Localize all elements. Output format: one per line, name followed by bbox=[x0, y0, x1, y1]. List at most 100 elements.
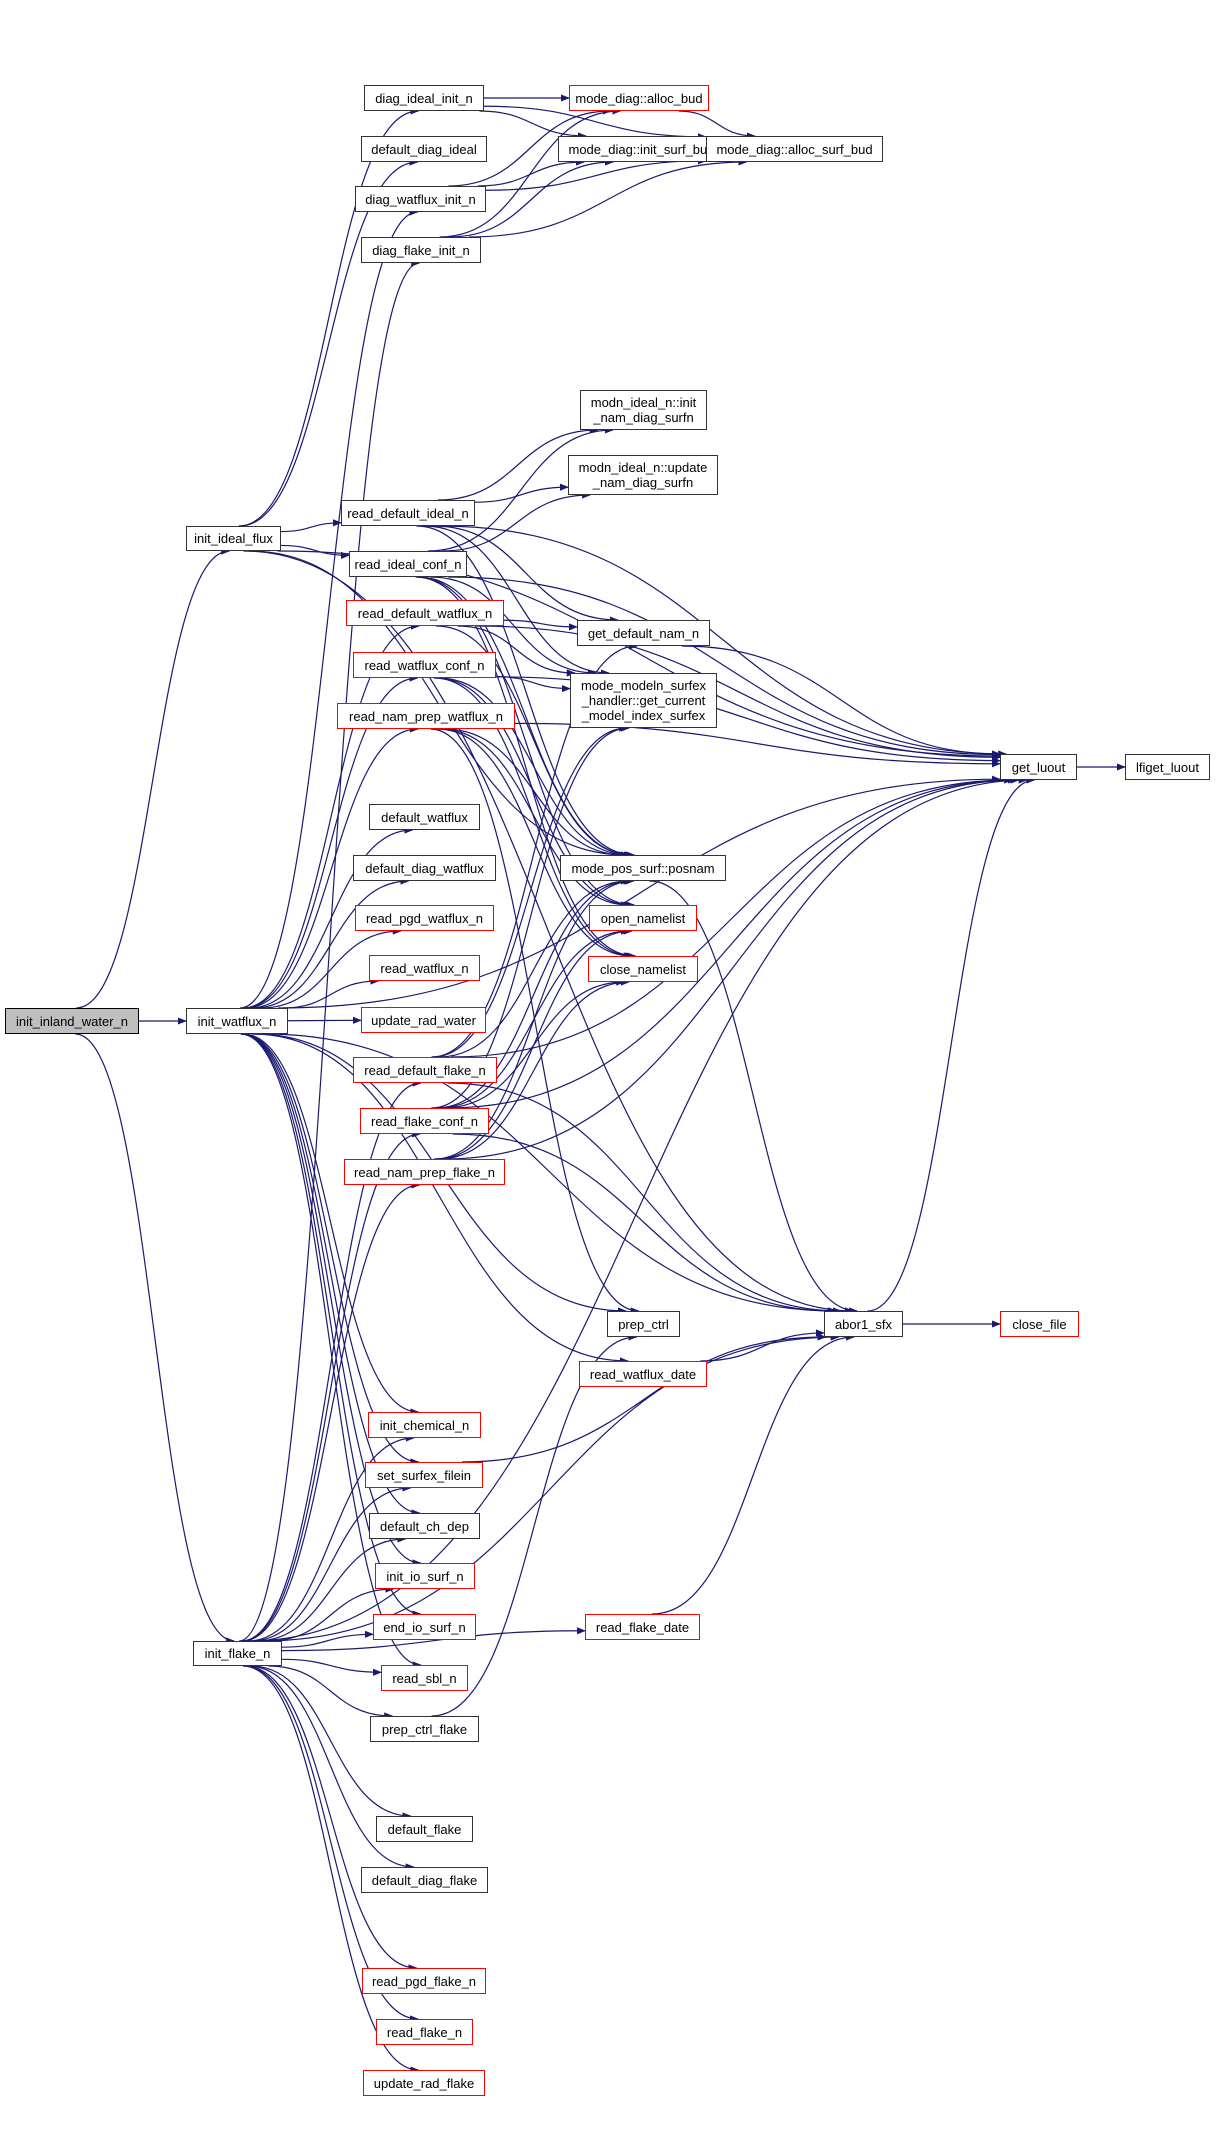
edge-init-watflux-n-to-default-watflux bbox=[248, 826, 414, 1009]
node-set-surfex-filein[interactable]: set_surfex_filein bbox=[365, 1462, 483, 1488]
edge-diag-ideal-init-n-to-mode-diag-init-surf-bud bbox=[479, 110, 587, 140]
edge-mode-pos-surf-posnam-to-abor1-sfx bbox=[649, 880, 859, 1315]
edge-init-flake-n-to-read-nam-prep-flake-n bbox=[242, 1181, 421, 1642]
node-read-flake-n[interactable]: read_flake_n bbox=[376, 2019, 473, 2045]
node-init-flake-n[interactable]: init_flake_n bbox=[193, 1641, 282, 1666]
node-read-pgd-watflux-n[interactable]: read_pgd_watflux_n bbox=[355, 905, 494, 931]
edge-init-watflux-n-to-read-watflux-n bbox=[282, 977, 380, 1009]
edge-read-default-ideal-n-to-get-luout bbox=[440, 525, 1008, 758]
node-read-flake-date[interactable]: read_flake_date bbox=[585, 1614, 700, 1640]
edge-read-watflux-conf-n-to-mode-pos-surf-posnam bbox=[438, 677, 630, 859]
edge-mode-diag-alloc-bud-to-mode-diag-alloc-surf-bud bbox=[678, 110, 756, 140]
node-update-rad-flake[interactable]: update_rad_flake bbox=[363, 2070, 485, 2096]
edge-read-default-flake-n-to-get-luout bbox=[451, 776, 1014, 1058]
edge-read-nam-prep-watflux-n-to-prep-ctrl bbox=[430, 728, 640, 1315]
edge-init-flake-n-to-default-diag-flake bbox=[247, 1665, 415, 1871]
edge-read-default-ideal-n-to-modn-ideal-init bbox=[437, 426, 599, 501]
node-read-ideal-conf-n[interactable]: read_ideal_conf_n bbox=[349, 551, 467, 577]
edge-init-flake-n-to-read-sbl-n bbox=[281, 1658, 382, 1676]
node-lfiget-luout[interactable]: lfiget_luout bbox=[1125, 754, 1210, 780]
node-update-rad-water[interactable]: update_rad_water bbox=[361, 1007, 486, 1033]
edge-init-flake-n-to-read-flake-n bbox=[243, 1665, 419, 2023]
edge-prep-ctrl-flake-to-prep-ctrl bbox=[431, 1333, 638, 1717]
node-init-inland-water-n: init_inland_water_n bbox=[5, 1008, 139, 1034]
node-default-watflux[interactable]: default_watflux bbox=[369, 804, 480, 830]
node-open-namelist[interactable]: open_namelist bbox=[589, 905, 697, 931]
edge-read-watflux-date-to-abor1-sfx bbox=[700, 1329, 825, 1362]
node-default-ch-dep[interactable]: default_ch_dep bbox=[369, 1513, 480, 1539]
node-end-io-surf-n[interactable]: end_io_surf_n bbox=[373, 1614, 476, 1640]
edge-read-default-ideal-n-to-modn-ideal-update bbox=[474, 483, 569, 503]
node-default-diag-ideal[interactable]: default_diag_ideal bbox=[361, 136, 487, 162]
node-read-nam-prep-watflux-n[interactable]: read_nam_prep_watflux_n bbox=[337, 703, 515, 729]
node-default-flake[interactable]: default_flake bbox=[376, 1816, 473, 1842]
edge-diag-flake-init-n-to-mode-diag-alloc-surf-bud bbox=[469, 158, 748, 238]
node-abor1-sfx[interactable]: abor1_sfx bbox=[824, 1311, 903, 1337]
edge-init-ideal-flux-to-diag-ideal-init-n bbox=[238, 107, 420, 527]
node-read-watflux-conf-n[interactable]: read_watflux_conf_n bbox=[353, 652, 496, 678]
edge-init-flake-n-to-default-flake bbox=[250, 1665, 412, 1820]
edge-init-inland-water-n-to-init-flake-n bbox=[75, 1033, 236, 1645]
node-read-default-watflux-n[interactable]: read_default_watflux_n bbox=[346, 600, 504, 626]
node-mode-diag-alloc-surf-bud[interactable]: mode_diag::alloc_surf_bud bbox=[706, 136, 883, 162]
edge-init-flake-n-to-end-io-surf-n bbox=[281, 1630, 374, 1648]
node-init-ideal-flux[interactable]: init_ideal_flux bbox=[186, 526, 281, 551]
node-read-flake-conf-n[interactable]: read_flake_conf_n bbox=[360, 1108, 489, 1134]
edge-read-ideal-conf-n-to-get-luout bbox=[448, 576, 1001, 759]
node-default-diag-watflux[interactable]: default_diag_watflux bbox=[353, 855, 496, 881]
edge-init-watflux-n-to-read-nam-prep-watflux-n bbox=[245, 725, 419, 1009]
edge-read-ideal-conf-n-to-open-namelist bbox=[416, 576, 636, 909]
node-read-watflux-date[interactable]: read_watflux_date bbox=[579, 1361, 707, 1387]
node-default-diag-flake[interactable]: default_diag_flake bbox=[361, 1867, 488, 1893]
edge-read-default-watflux-n-to-get-luout bbox=[476, 625, 1001, 761]
edge-abor1-sfx-to-get-luout bbox=[867, 776, 1036, 1312]
edge-read-flake-conf-n-to-mode-modeln bbox=[431, 724, 631, 1109]
edge-read-ideal-conf-n-to-modn-ideal-init bbox=[427, 426, 614, 552]
node-prep-ctrl-flake[interactable]: prep_ctrl_flake bbox=[370, 1716, 479, 1742]
node-read-watflux-n[interactable]: read_watflux_n bbox=[369, 955, 480, 981]
edge-read-default-flake-n-to-get-default-nam-n bbox=[431, 642, 638, 1058]
node-read-nam-prep-flake-n[interactable]: read_nam_prep_flake_n bbox=[344, 1159, 505, 1185]
edge-init-flake-n-to-read-flake-date bbox=[281, 1627, 586, 1652]
node-diag-watflux-init-n[interactable]: diag_watflux_init_n bbox=[355, 186, 486, 212]
node-prep-ctrl[interactable]: prep_ctrl bbox=[607, 1311, 680, 1337]
edge-set-surfex-filein-to-abor1-sfx bbox=[461, 1333, 827, 1463]
edge-read-ideal-conf-n-to-close-namelist bbox=[415, 576, 637, 960]
edge-read-default-ideal-n-to-get-default-nam-n bbox=[433, 525, 619, 624]
node-close-file[interactable]: close_file bbox=[1000, 1311, 1079, 1337]
node-close-namelist[interactable]: close_namelist bbox=[588, 956, 698, 982]
edge-read-nam-prep-flake-n-to-close-namelist bbox=[438, 978, 630, 1160]
edge-read-flake-conf-n-to-get-luout bbox=[447, 776, 1017, 1109]
node-modn-ideal-init[interactable]: modn_ideal_n::init _nam_diag_surfn bbox=[580, 390, 707, 430]
edge-init-flake-n-to-init-chemical-n bbox=[247, 1434, 415, 1642]
edge-init-flake-n-to-prep-ctrl-flake bbox=[268, 1665, 394, 1720]
edge-init-watflux-n-to-read-pgd-watflux-n bbox=[260, 927, 402, 1009]
node-init-chemical-n[interactable]: init_chemical_n bbox=[368, 1412, 481, 1438]
node-mode-modeln[interactable]: mode_modeln_surfex _handler::get_current… bbox=[570, 673, 717, 728]
node-init-io-surf-n[interactable]: init_io_surf_n bbox=[375, 1563, 475, 1589]
edge-init-flake-n-to-abor1-sfx bbox=[261, 1333, 840, 1642]
edge-diag-watflux-init-n-to-mode-diag-init-surf-bud bbox=[477, 158, 585, 187]
node-read-sbl-n[interactable]: read_sbl_n bbox=[381, 1665, 468, 1691]
node-read-pgd-flake-n[interactable]: read_pgd_flake_n bbox=[362, 1968, 486, 1994]
node-modn-ideal-update[interactable]: modn_ideal_n::update _nam_diag_surfn bbox=[568, 455, 718, 495]
edge-init-watflux-n-to-set-surfex-filein bbox=[242, 1033, 420, 1466]
edge-read-default-watflux-n-to-mode-modeln bbox=[457, 625, 576, 677]
node-mode-diag-alloc-bud[interactable]: mode_diag::alloc_bud bbox=[569, 85, 709, 111]
edge-init-flake-n-to-set-surfex-filein bbox=[250, 1484, 412, 1642]
edge-init-watflux-n-to-init-chemical-n bbox=[243, 1033, 420, 1416]
node-mode-diag-init-surf-bud[interactable]: mode_diag::init_surf_bud bbox=[558, 136, 725, 162]
node-get-default-nam-n[interactable]: get_default_nam_n bbox=[577, 620, 710, 646]
node-get-luout[interactable]: get_luout bbox=[1000, 754, 1077, 780]
edge-read-nam-prep-flake-n-to-get-luout bbox=[444, 776, 1020, 1160]
node-diag-ideal-init-n[interactable]: diag_ideal_init_n bbox=[364, 85, 484, 111]
node-read-default-flake-n[interactable]: read_default_flake_n bbox=[353, 1057, 497, 1083]
node-read-default-ideal-n[interactable]: read_default_ideal_n bbox=[341, 500, 475, 526]
edge-read-nam-prep-watflux-n-to-mode-pos-surf-posnam bbox=[444, 728, 626, 859]
edge-read-ideal-conf-n-to-modn-ideal-update bbox=[442, 491, 592, 552]
node-diag-flake-init-n[interactable]: diag_flake_init_n bbox=[361, 237, 481, 263]
node-init-watflux-n[interactable]: init_watflux_n bbox=[186, 1008, 288, 1034]
edge-init-watflux-n-to-read-watflux-conf-n bbox=[243, 674, 419, 1009]
node-mode-pos-surf-posnam[interactable]: mode_pos_surf::posnam bbox=[560, 855, 726, 881]
edge-init-ideal-flux-to-default-diag-ideal bbox=[239, 158, 419, 527]
